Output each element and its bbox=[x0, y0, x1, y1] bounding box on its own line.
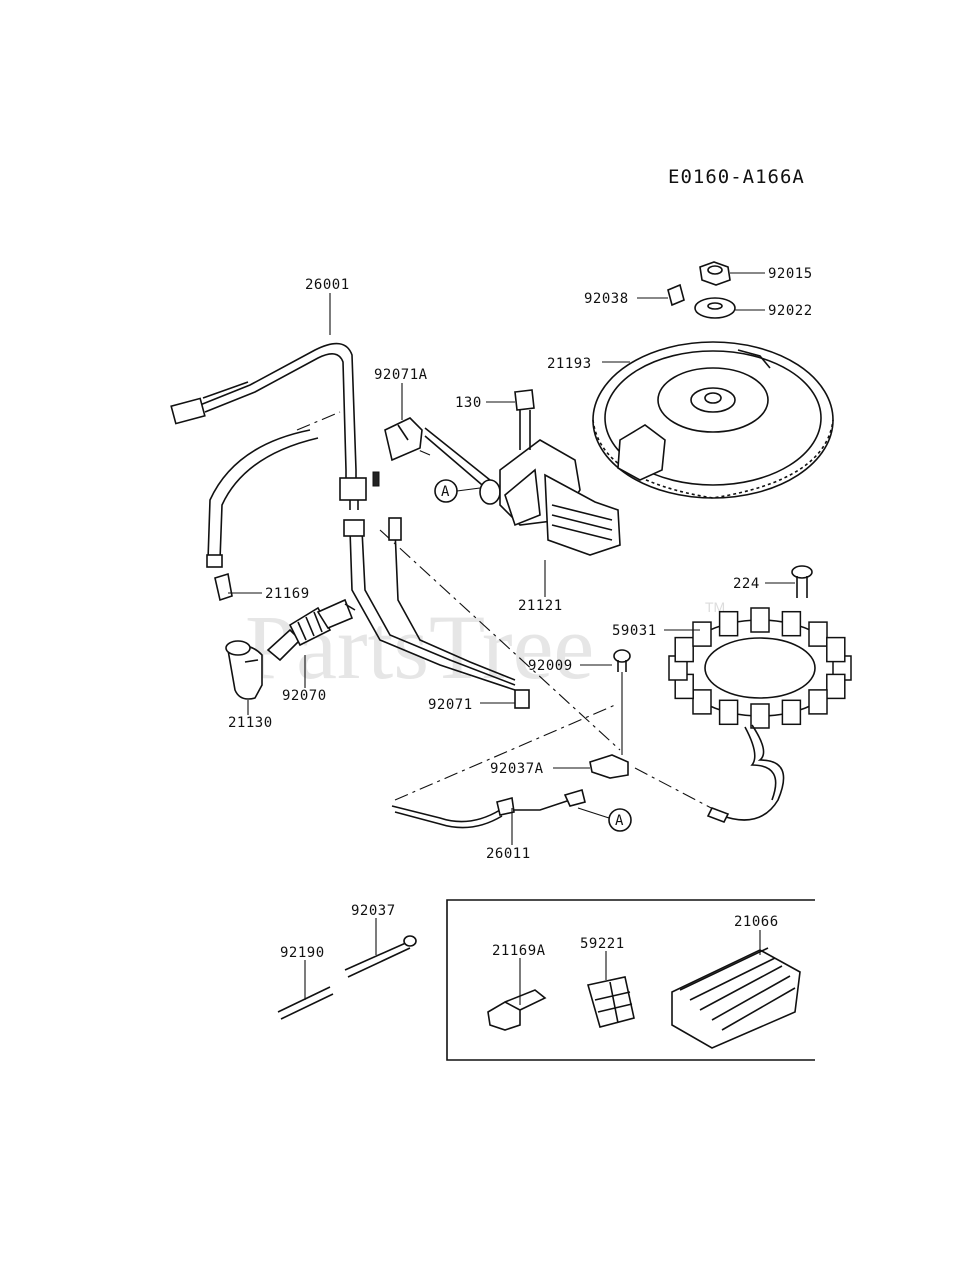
clamp-92071[interactable] bbox=[514, 689, 530, 709]
label-21169[interactable]: 21169 bbox=[265, 586, 310, 602]
label-224[interactable]: 224 bbox=[733, 576, 760, 592]
label-92009[interactable]: 92009 bbox=[528, 658, 573, 674]
lead-wire-26011[interactable] bbox=[391, 788, 586, 829]
label-21121[interactable]: 21121 bbox=[518, 598, 563, 614]
svg-text:A: A bbox=[615, 813, 624, 829]
label-21130[interactable]: 21130 bbox=[228, 715, 273, 731]
screw-224[interactable] bbox=[791, 565, 813, 598]
plug-cap-21130[interactable] bbox=[225, 640, 263, 700]
leader-lines bbox=[228, 272, 795, 1005]
bolt-130[interactable] bbox=[514, 389, 535, 450]
key-92038[interactable] bbox=[667, 283, 685, 307]
stator-tooth bbox=[750, 607, 770, 633]
coil-wires bbox=[343, 517, 516, 691]
bracket-92037A[interactable] bbox=[589, 754, 629, 779]
diagram-code: E0160-A166A bbox=[668, 166, 805, 188]
label-92071A[interactable]: 92071A bbox=[374, 367, 428, 383]
label-59221[interactable]: 59221 bbox=[580, 936, 625, 952]
high-tension-lead-21169[interactable] bbox=[206, 429, 319, 602]
label-26001[interactable]: 26001 bbox=[305, 277, 350, 293]
stator-tooth bbox=[781, 699, 802, 726]
connector-59221[interactable] bbox=[586, 976, 635, 1028]
callout-a-lower: A bbox=[577, 807, 632, 832]
stator-tooth bbox=[692, 621, 712, 647]
label-92190[interactable]: 92190 bbox=[280, 945, 325, 961]
svg-text:A: A bbox=[441, 484, 450, 500]
wire-harness-26001[interactable] bbox=[170, 342, 380, 510]
stator-59031[interactable] bbox=[668, 607, 852, 824]
callout-a-upper: A bbox=[434, 479, 481, 503]
stator-tooth bbox=[781, 610, 802, 637]
stator-tooth bbox=[718, 699, 739, 726]
stator-tooth bbox=[808, 621, 828, 647]
inset-box bbox=[446, 899, 815, 1061]
screw-92009[interactable] bbox=[613, 649, 631, 672]
stator-tooth bbox=[826, 636, 846, 663]
regulator-21066[interactable] bbox=[671, 947, 801, 1049]
tie-92190[interactable] bbox=[277, 986, 334, 1020]
label-92070[interactable]: 92070 bbox=[282, 688, 327, 704]
spark-plug-92070[interactable] bbox=[266, 598, 356, 662]
label-130[interactable]: 130 bbox=[455, 395, 482, 411]
label-92037A[interactable]: 92037A bbox=[490, 761, 544, 777]
label-21066[interactable]: 21066 bbox=[734, 914, 779, 930]
label-26011[interactable]: 26011 bbox=[486, 846, 531, 862]
ignition-coil-21121[interactable] bbox=[424, 427, 621, 556]
label-21193[interactable]: 21193 bbox=[547, 356, 592, 372]
stator-tooth bbox=[808, 689, 828, 715]
stator-tooth bbox=[750, 703, 770, 729]
washer-92022[interactable] bbox=[694, 297, 736, 319]
nut-92015[interactable] bbox=[699, 261, 731, 286]
label-92022[interactable]: 92022 bbox=[768, 303, 813, 319]
terminal-21169A[interactable] bbox=[487, 989, 547, 1031]
clamp-92071A[interactable] bbox=[384, 417, 423, 462]
stator-tooth bbox=[692, 689, 712, 715]
label-92037[interactable]: 92037 bbox=[351, 903, 396, 919]
flywheel-21193[interactable] bbox=[592, 341, 834, 499]
band-92037[interactable] bbox=[344, 935, 417, 978]
label-92071[interactable]: 92071 bbox=[428, 697, 473, 713]
label-59031[interactable]: 59031 bbox=[612, 623, 657, 639]
stator-tooth bbox=[718, 610, 739, 637]
label-92015[interactable]: 92015 bbox=[768, 266, 813, 282]
stator-tooth bbox=[674, 636, 694, 663]
label-21169A[interactable]: 21169A bbox=[492, 943, 546, 959]
label-92038[interactable]: 92038 bbox=[584, 291, 629, 307]
stator-tooth bbox=[826, 673, 846, 700]
